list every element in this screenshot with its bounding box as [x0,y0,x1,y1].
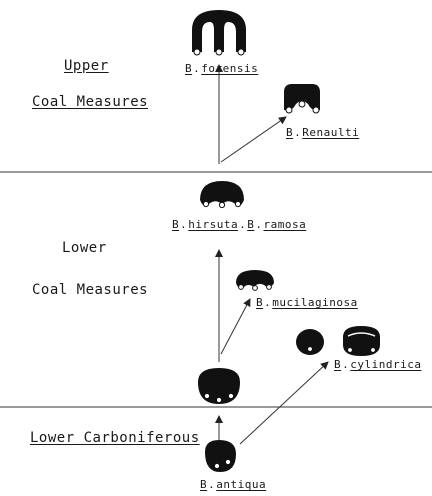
arrow-antiqua-to-cylindrica [239,361,329,445]
species-label-hirsuta-ramosa: B.hirsuta.B.ramosa [172,218,307,231]
base-form-cross-section [198,368,240,404]
species-label-renaulti: B.Renaulti [286,126,360,139]
era-label-lower-carboniferous: Lower Carboniferous [30,430,200,446]
antiqua-cross-section [205,440,236,472]
renaulti-cross-section [284,84,320,114]
era-label-upper-coal-measures: Coal Measures [32,94,149,110]
mucilaginosa-cross-section [236,270,274,291]
cylindrica-precursor-cross-section [296,329,324,355]
species-label-antiqua: B.antiqua [200,478,267,491]
species-label-forensis: B.forensis [185,62,259,75]
forensis-cross-section [192,10,246,56]
arrow-base-to-mucilaginosa [220,298,251,355]
arrow-to-renaulti [220,116,287,163]
era-label-lower: Lower [62,240,107,256]
hirsuta-ramosa-cross-section [200,181,244,209]
cylindrica-cross-section [343,326,380,356]
era-label-upper: Upper [64,58,109,74]
era-label-lower-coal-measures: Coal Measures [32,282,149,298]
species-label-mucilaginosa: B.mucilaginosa [256,296,358,309]
species-label-cylindrica: B.cylindrica [334,358,422,371]
